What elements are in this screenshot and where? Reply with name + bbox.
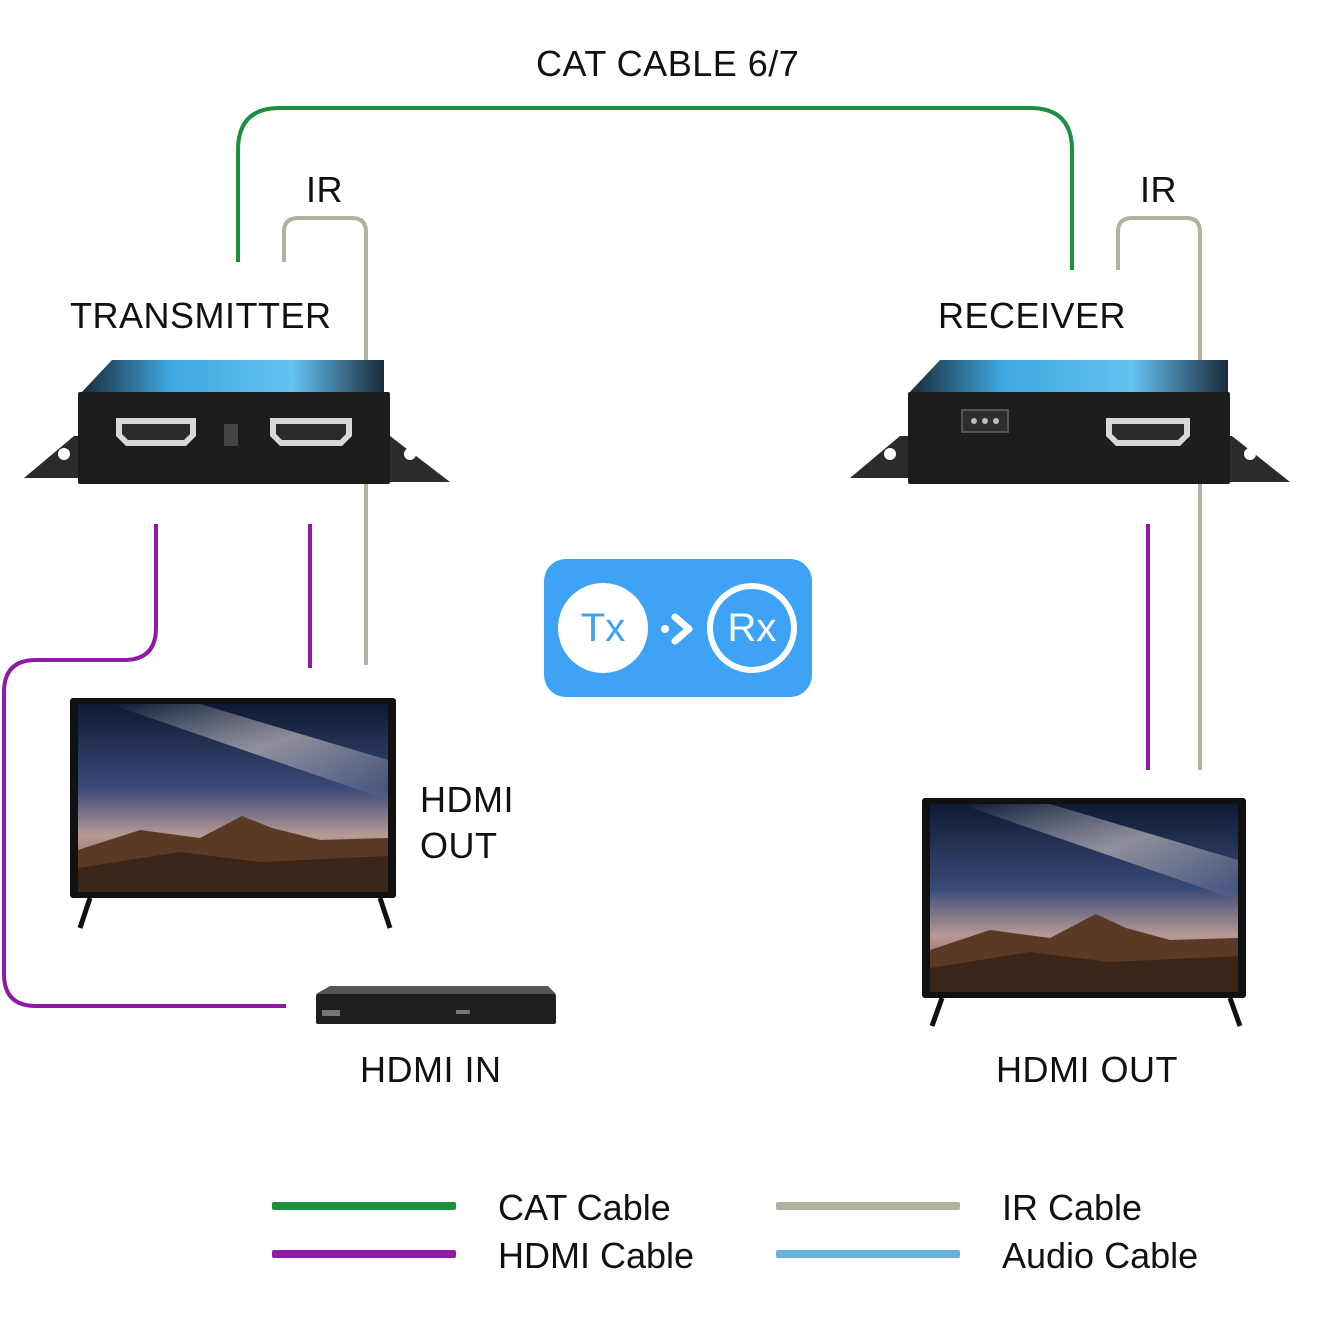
legend-label-cat: CAT Cable <box>498 1187 671 1228</box>
hdmi-cable-in-line <box>2 524 286 1008</box>
cat-cable-title: CAT CABLE 6/7 <box>536 43 800 84</box>
arrow-right-icon <box>661 613 693 645</box>
transmitter-label: TRANSMITTER <box>70 295 332 336</box>
ir-cable-right-line <box>1116 216 1202 770</box>
cat-cable-line <box>236 106 1074 270</box>
receiver-label: RECEIVER <box>938 295 1127 336</box>
ir-label-right: IR <box>1140 169 1177 210</box>
tv-right <box>922 798 1246 1027</box>
rx-label: Rx <box>727 605 777 650</box>
legend-swatch-ir <box>776 1202 960 1210</box>
rx-circle: Rx <box>707 583 797 673</box>
hdmi-in-label: HDMI IN <box>360 1049 502 1090</box>
legend-label-hdmi: HDMI Cable <box>498 1235 695 1276</box>
hdmi-out-right-label: HDMI OUT <box>996 1049 1178 1090</box>
receiver-device <box>850 360 1290 484</box>
tx-label: Tx <box>580 605 626 650</box>
hdmi-out-left-label-line1: HDMI <box>420 779 514 820</box>
tx-rx-badge: Tx Rx <box>544 559 812 697</box>
tv-left <box>70 698 396 929</box>
legend-label-ir: IR Cable <box>1002 1187 1143 1228</box>
dvd-player <box>316 986 556 1024</box>
legend-label-audio: Audio Cable <box>1002 1235 1199 1276</box>
hdmi-out-left-label-line2: OUT <box>420 825 498 866</box>
legend-swatch-hdmi <box>272 1250 456 1258</box>
transmitter-device <box>24 360 450 484</box>
ir-cable-left-line <box>282 216 368 665</box>
ir-label-left: IR <box>306 169 343 210</box>
tx-circle: Tx <box>558 583 648 673</box>
legend-swatch-audio <box>776 1250 960 1258</box>
legend-swatch-cat <box>272 1202 456 1210</box>
